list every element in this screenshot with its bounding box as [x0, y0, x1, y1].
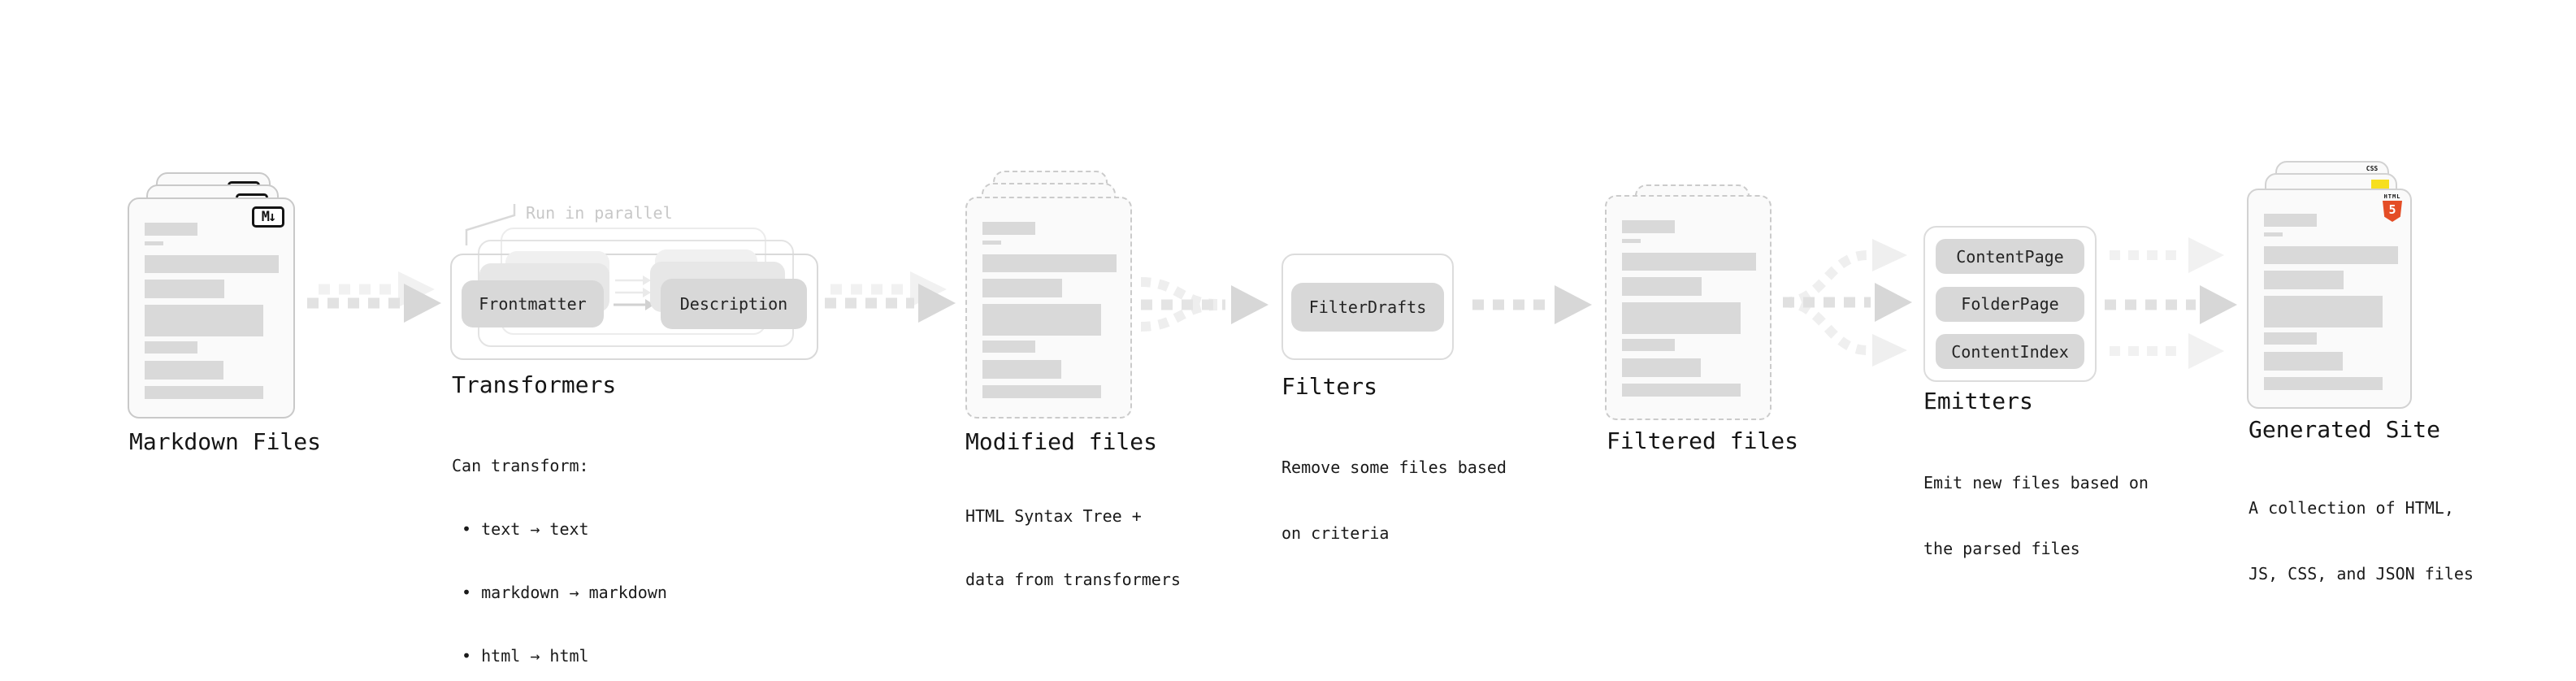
filter-pill-filterdrafts: FilterDrafts — [1291, 282, 1444, 332]
desc-line: Remove some files based — [1281, 458, 1507, 477]
filters-description: Remove some files based on criteria — [1281, 413, 1507, 588]
desc-line: Emit new files based on — [1923, 473, 2149, 492]
stage-label-generated-site: Generated Site — [2249, 416, 2441, 443]
generated-html-file-card: HTML 5 — [2247, 189, 2412, 409]
desc-line: • html → html — [452, 646, 589, 666]
modified-file-card-front — [965, 197, 1132, 419]
transformers-description: Can transform: • text → text • markdown … — [452, 413, 667, 681]
transformer-pill-frontmatter: Frontmatter — [462, 280, 604, 327]
desc-line: • text → text — [452, 519, 589, 539]
transformer-pill-description: Description — [661, 279, 807, 329]
generated-description: A collection of HTML, JS, CSS, and JSON … — [2249, 453, 2474, 629]
emitter-pill-contentindex: ContentIndex — [1936, 334, 2084, 369]
desc-line: A collection of HTML, — [2249, 498, 2454, 518]
arrow-filters-to-filtered — [1472, 285, 1592, 324]
desc-line: Can transform: — [452, 456, 589, 475]
filters-box: FilterDrafts — [1281, 254, 1454, 360]
arrow-transformers-to-modified — [825, 271, 956, 323]
desc-line: HTML Syntax Tree + — [965, 506, 1142, 526]
document-text-placeholder-bars — [145, 199, 287, 412]
document-text-placeholder-bars — [982, 198, 1124, 412]
desc-line: • markdown → markdown — [452, 583, 667, 602]
arrow-modified-to-filters-merge — [1140, 277, 1268, 332]
desc-line: JS, CSS, and JSON files — [2249, 564, 2474, 583]
filtered-file-card-front — [1605, 195, 1772, 420]
emitters-box: ContentPage FolderPage ContentIndex — [1923, 226, 2097, 382]
stage-label-modified-files: Modified files — [965, 428, 1158, 455]
arrow-filtered-to-emitters-split — [1782, 239, 1912, 367]
transformer-box-front — [450, 254, 818, 360]
arrow-emitters-to-generated — [2105, 237, 2237, 369]
html5-word: HTML — [2383, 193, 2401, 200]
markdown-file-card-front: M↓ — [128, 197, 295, 419]
document-text-placeholder-bars — [2264, 190, 2404, 402]
stage-label-filters: Filters — [1281, 373, 1378, 400]
js-file-icon — [2371, 180, 2389, 191]
stage-label-filtered-files: Filtered files — [1607, 427, 1799, 454]
desc-line: on criteria — [1281, 523, 1390, 543]
css-label: CSS — [2366, 165, 2379, 172]
run-in-parallel-note: Run in parallel — [526, 203, 673, 223]
modified-description: HTML Syntax Tree + data from transformer… — [965, 463, 1181, 632]
desc-line: the parsed files — [1923, 539, 2080, 558]
stage-label-transformers: Transformers — [452, 371, 617, 398]
document-text-placeholder-bars — [1622, 197, 1763, 414]
emitter-pill-folderpage: FolderPage — [1936, 286, 2084, 322]
stage-label-emitters: Emitters — [1923, 388, 2033, 414]
html5-logo-icon: HTML 5 — [2382, 194, 2403, 222]
desc-line: data from transformers — [965, 570, 1181, 589]
markdown-logo-icon: M↓ — [252, 206, 284, 228]
emitter-pill-contentpage: ContentPage — [1936, 239, 2084, 274]
arrow-markdown-to-transformers — [307, 271, 441, 323]
emitters-description: Emit new files based on the parsed files — [1923, 428, 2149, 604]
stage-label-markdown-files: Markdown Files — [129, 428, 322, 455]
